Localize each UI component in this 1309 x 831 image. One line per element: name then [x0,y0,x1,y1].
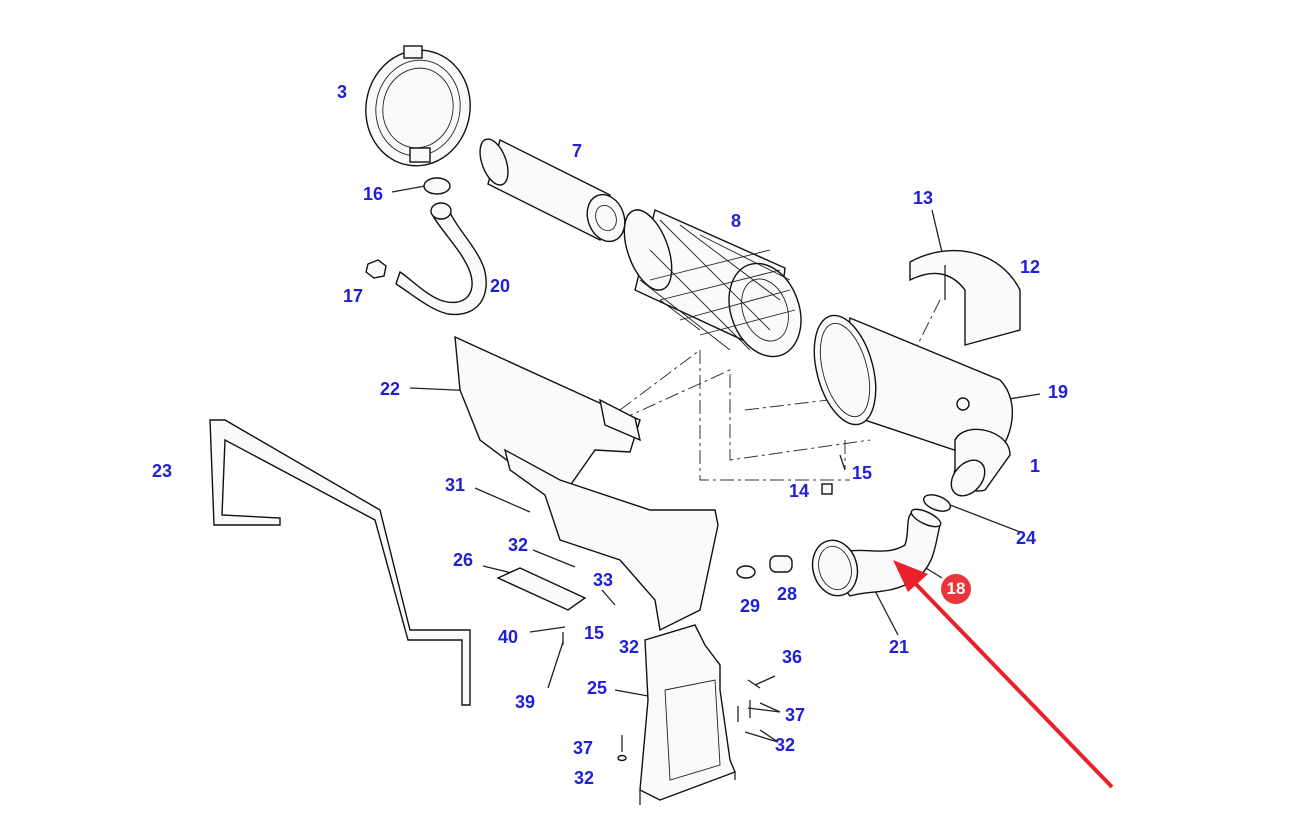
part-label-32-a: 32 [508,535,529,555]
cover-26 [496,567,587,611]
hose-end [430,202,452,220]
clamp-24 [922,494,952,512]
part-label-12: 12 [1020,257,1041,277]
part-label-22: 22 [380,379,401,399]
part-label-20: 20 [490,276,511,296]
washer-15 [839,454,846,471]
part-label-8: 8 [731,211,742,231]
part-label-19: 19 [1048,382,1069,402]
part-label-7: 7 [572,141,583,161]
part-label-15-bottom: 15 [584,623,605,643]
nut-17 [365,259,387,279]
part-label-31: 31 [445,475,466,495]
part-label-37-a: 37 [785,705,806,725]
part-label-33: 33 [593,570,614,590]
cap-28 [769,555,793,573]
highlight-arrow [893,560,1114,789]
highlight-badge-18[interactable]: 18 [941,574,971,604]
part-label-1: 1 [1030,456,1041,476]
part-label-39: 39 [515,692,536,712]
part-label-26: 26 [453,550,474,570]
elbow-hose-21 [811,508,942,597]
part-label-32-c: 32 [775,735,796,755]
clamp-ring [365,45,471,167]
part-label-14: 14 [789,481,810,501]
part-label-16: 16 [363,184,384,204]
bolt-36 [747,679,761,689]
main-filter-8 [623,209,802,358]
air-cleaner-housing-1 [813,314,1013,497]
support-25 [639,624,736,805]
part-label-21: 21 [889,637,910,657]
part-label-36: 36 [782,647,803,667]
hose-20 [395,207,487,316]
part-label-25: 25 [587,678,608,698]
part-label-29: 29 [740,596,761,616]
part-label-15-top: 15 [852,463,873,483]
part-label-28: 28 [777,584,798,604]
part-label-40: 40 [498,627,519,647]
part-label-13: 13 [913,188,934,208]
part-label-32-d: 32 [574,768,595,788]
mounting-strap-12 [909,249,1021,346]
clamp-29 [736,565,756,579]
part-label-37-b: 37 [573,738,594,758]
frame-23 [209,419,471,706]
part-label-17: 17 [343,286,364,306]
bolt-14 [821,483,833,495]
part-label-24: 24 [1016,528,1037,548]
part-label-32-b: 32 [619,637,640,657]
hose-clamp-16 [423,177,451,195]
part-label-23: 23 [152,461,173,481]
part-label-3: 3 [337,82,348,102]
washer-32 [617,754,627,762]
bracket [503,448,719,632]
inner-filter-7 [479,138,626,243]
